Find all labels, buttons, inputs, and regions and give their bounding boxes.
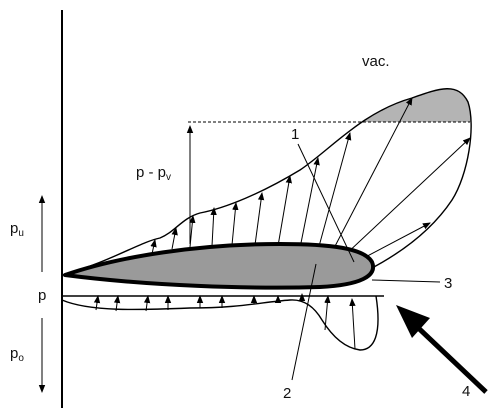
pressure-difference-label: p - pv (136, 164, 171, 183)
pressure-side-arrows (93, 293, 356, 350)
callout-1-label: 1 (291, 126, 299, 143)
callout-2-leader (291, 263, 317, 381)
flow-direction-arrowhead (396, 305, 430, 338)
upper-pressure-label: pu (10, 220, 24, 239)
callout-4-label: 4 (462, 383, 470, 400)
vacuum-label: vac. (362, 53, 390, 70)
airfoil-body (63, 242, 376, 290)
ambient-pressure-label: p (38, 287, 46, 304)
callout-1-leader (297, 143, 355, 263)
callout-3-label: 3 (444, 275, 452, 292)
suction-arrows (150, 97, 471, 263)
callout-3-leader (371, 279, 441, 283)
lower-pressure-label: po (10, 345, 24, 364)
upper-pressure-envelope (61, 88, 472, 276)
callout-2-label: 2 (283, 385, 291, 402)
flow-direction-arrow (410, 320, 488, 394)
lower-pressure-envelope (61, 295, 379, 351)
